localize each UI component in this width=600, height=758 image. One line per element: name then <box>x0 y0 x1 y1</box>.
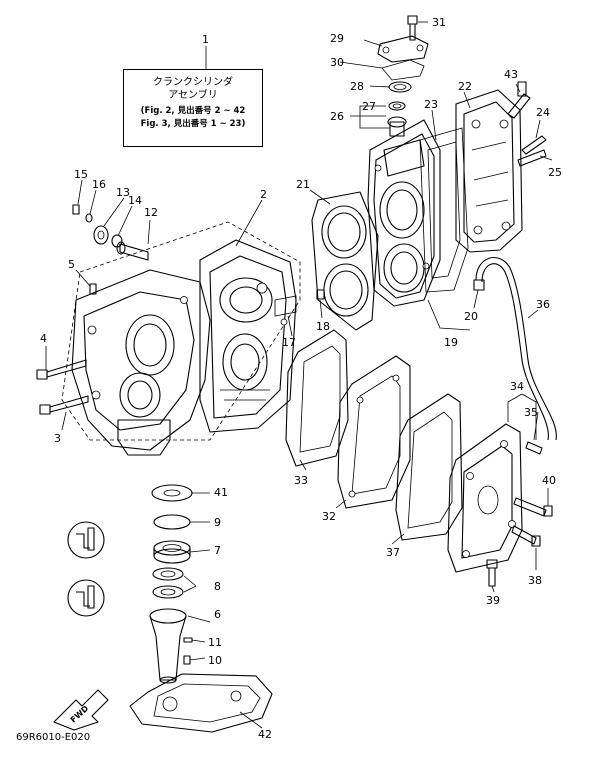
assembly-callout-box: クランクシリンダ アセンブリ (Fig. 2, 見出番号 2 ~ 42 Fig.… <box>123 69 263 147</box>
callout-37: 37 <box>386 546 400 559</box>
callout-21: 21 <box>296 178 310 191</box>
gasket-23 <box>419 127 469 293</box>
callout-26: 26 <box>330 110 344 123</box>
callout-28: 28 <box>350 80 364 93</box>
washer-14 <box>111 234 123 248</box>
bolt-31 <box>407 15 418 41</box>
washer-41 <box>151 484 193 502</box>
assembly-ref-line1: (Fig. 2, 見出番号 2 ~ 42 <box>140 106 246 116</box>
callout-11: 11 <box>208 636 222 649</box>
callout-4: 4 <box>40 332 47 345</box>
pin-11 <box>183 637 193 643</box>
callout-30: 30 <box>330 56 344 69</box>
callout-3: 3 <box>54 432 61 445</box>
oil-seal-7 <box>153 540 191 564</box>
fitting-20 <box>473 279 485 291</box>
cover-22 <box>455 89 523 253</box>
callout-38: 38 <box>528 574 542 587</box>
fwd-label: FWD <box>69 704 91 725</box>
callout-24: 24 <box>536 106 550 119</box>
callout-27: 27 <box>362 100 376 113</box>
callout-numbers: 1 2 3 4 5 6 7 8 9 10 11 12 13 14 15 16 1… <box>40 16 562 741</box>
callout-1: 1 <box>202 33 209 46</box>
callout-7: 7 <box>214 544 221 557</box>
sensor-43 <box>507 81 531 119</box>
hose-36 <box>475 257 557 441</box>
callout-18: 18 <box>316 320 330 333</box>
washer-16 <box>85 213 93 223</box>
callout-10: 10 <box>208 654 222 667</box>
thermostat-26 <box>387 116 407 137</box>
callout-14: 14 <box>128 194 142 207</box>
callout-34: 34 <box>510 380 524 393</box>
bolt-24 <box>521 135 547 155</box>
gasket-28 <box>388 81 412 93</box>
callout-35: 35 <box>524 406 538 419</box>
bolt-38 <box>511 525 541 547</box>
callout-15: 15 <box>74 168 88 181</box>
callout-43: 43 <box>504 68 518 81</box>
callout-19: 19 <box>444 336 458 349</box>
gasket-37 <box>395 393 463 541</box>
cylinder-head-gasket-21 <box>311 191 379 331</box>
callout-22: 22 <box>458 80 472 93</box>
bolt-25 <box>517 149 547 167</box>
callout-33: 33 <box>294 474 308 487</box>
screw-10 <box>183 655 191 665</box>
leader-lines <box>45 21 553 729</box>
callout-23: 23 <box>424 98 438 111</box>
assembly-ref-line2: Fig. 3, 見出番号 1 ~ 23) <box>140 119 246 129</box>
inner-exhaust-cover-32 <box>337 355 411 509</box>
callout-29: 29 <box>330 32 344 45</box>
callout-6: 6 <box>214 608 221 621</box>
fitting-13 <box>93 225 109 245</box>
seal-profile-detail-bottom <box>67 579 105 617</box>
seal-profile-detail-top <box>67 521 105 559</box>
gasket-17 <box>274 295 297 317</box>
callout-2: 2 <box>260 188 267 201</box>
callout-16: 16 <box>92 178 106 191</box>
dowel-pin-5 <box>89 283 97 295</box>
fitting-12 <box>116 241 149 261</box>
bolt-40 <box>513 497 553 517</box>
callout-8: 8 <box>214 580 221 593</box>
oil-seals-8 <box>152 567 184 599</box>
outer-exhaust-cover-34 <box>447 423 523 573</box>
callout-5: 5 <box>68 258 75 271</box>
callout-39: 39 <box>486 594 500 607</box>
callout-42: 42 <box>258 728 272 741</box>
callout-13: 13 <box>116 186 130 199</box>
screw-15 <box>72 204 80 215</box>
callout-32: 32 <box>322 510 336 523</box>
callout-41: 41 <box>214 486 228 499</box>
gasket-42 <box>129 673 273 733</box>
crankcase-assembly <box>61 221 301 456</box>
bolt-3 <box>39 395 89 415</box>
seal-27 <box>388 101 406 111</box>
callout-12: 12 <box>144 206 158 219</box>
callout-25: 25 <box>548 166 562 179</box>
housing-6 <box>149 608 187 684</box>
callout-20: 20 <box>464 310 478 323</box>
bolt-4 <box>36 359 87 380</box>
callout-36: 36 <box>536 298 550 311</box>
callout-40: 40 <box>542 474 556 487</box>
thermostat-cover-29 <box>377 35 429 63</box>
callout-31: 31 <box>432 16 446 29</box>
bolt-35 <box>525 441 543 455</box>
cylinder-head <box>367 119 441 307</box>
o-ring-9 <box>153 514 191 530</box>
gasket-30 <box>381 59 425 81</box>
drawing-code: 69R6010-E020 <box>16 732 91 743</box>
callout-9: 9 <box>214 516 221 529</box>
assembly-title-line1: クランクシリンダ <box>153 77 233 88</box>
assembly-title-line2: アセンブリ <box>168 90 218 101</box>
callout-17: 17 <box>282 336 296 349</box>
fwd-arrow-icon <box>53 689 109 731</box>
